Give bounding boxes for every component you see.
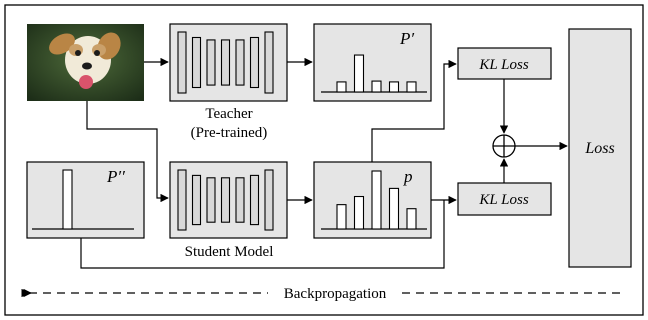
line-ground-truth-to-kl-bottom <box>80 200 445 269</box>
student-output-bar <box>406 208 417 230</box>
teacher-layer <box>220 39 231 86</box>
student-output-distribution <box>313 161 432 239</box>
student-layer <box>264 169 274 231</box>
teacher-output-bar <box>388 81 400 93</box>
ground-truth-bar <box>62 169 73 230</box>
teacher-output-bar <box>371 80 382 93</box>
teacher-network <box>169 23 288 102</box>
student-layer <box>206 177 216 223</box>
outer-frame <box>4 4 644 316</box>
student-output-label: p <box>403 167 413 186</box>
total-loss-label: Loss <box>584 140 614 157</box>
teacher-layer <box>206 39 216 86</box>
kl-loss-bottom-box: KL Loss <box>457 182 552 216</box>
ground-truth-label: P′′ <box>106 167 125 186</box>
backprop-label: Backpropagation <box>284 286 387 302</box>
teacher-output-bar <box>336 81 347 93</box>
teacher-layer <box>264 31 274 94</box>
student-layer <box>177 169 187 231</box>
teacher-layer <box>249 36 260 89</box>
kl-loss-top-box: KL Loss <box>457 47 552 80</box>
circle-plus-icon <box>492 134 516 158</box>
arrow-image-to-student <box>86 101 169 203</box>
ground-truth-bars <box>62 169 73 230</box>
dog-photo-icon <box>27 24 144 101</box>
kl-loss-top-label: KL Loss <box>478 57 529 73</box>
student-layer <box>235 177 245 223</box>
student-output-bar <box>388 187 400 230</box>
teacher-output-bar <box>353 54 365 93</box>
student-layers <box>177 169 274 231</box>
student-output-bars <box>336 170 417 230</box>
student-output-bar <box>353 195 365 230</box>
teacher-layer <box>191 36 202 89</box>
teacher-output-label: P′ <box>399 29 414 48</box>
teacher-label: Teacher <box>205 106 252 122</box>
teacher-sublabel: (Pre-trained) <box>191 125 268 141</box>
teacher-layer <box>177 31 187 94</box>
total-loss-box: Loss <box>568 28 632 268</box>
student-layer <box>220 177 231 223</box>
teacher-layers <box>177 31 274 94</box>
arrow-teacher-output-to-kl-top <box>371 59 457 162</box>
kl-loss-bottom-label: KL Loss <box>478 192 529 208</box>
ground-truth-distribution <box>26 161 145 239</box>
teacher-output-bar <box>406 81 417 93</box>
connectors <box>80 57 568 269</box>
teacher-output-distribution <box>313 23 432 102</box>
student-output-bar <box>371 170 382 230</box>
student-label: Student Model <box>185 244 274 260</box>
student-network <box>169 161 288 239</box>
student-output-bar <box>336 204 347 230</box>
teacher-layer <box>235 39 245 86</box>
student-layer <box>249 174 260 226</box>
teacher-output-bars <box>336 54 417 93</box>
student-layer <box>191 174 202 226</box>
